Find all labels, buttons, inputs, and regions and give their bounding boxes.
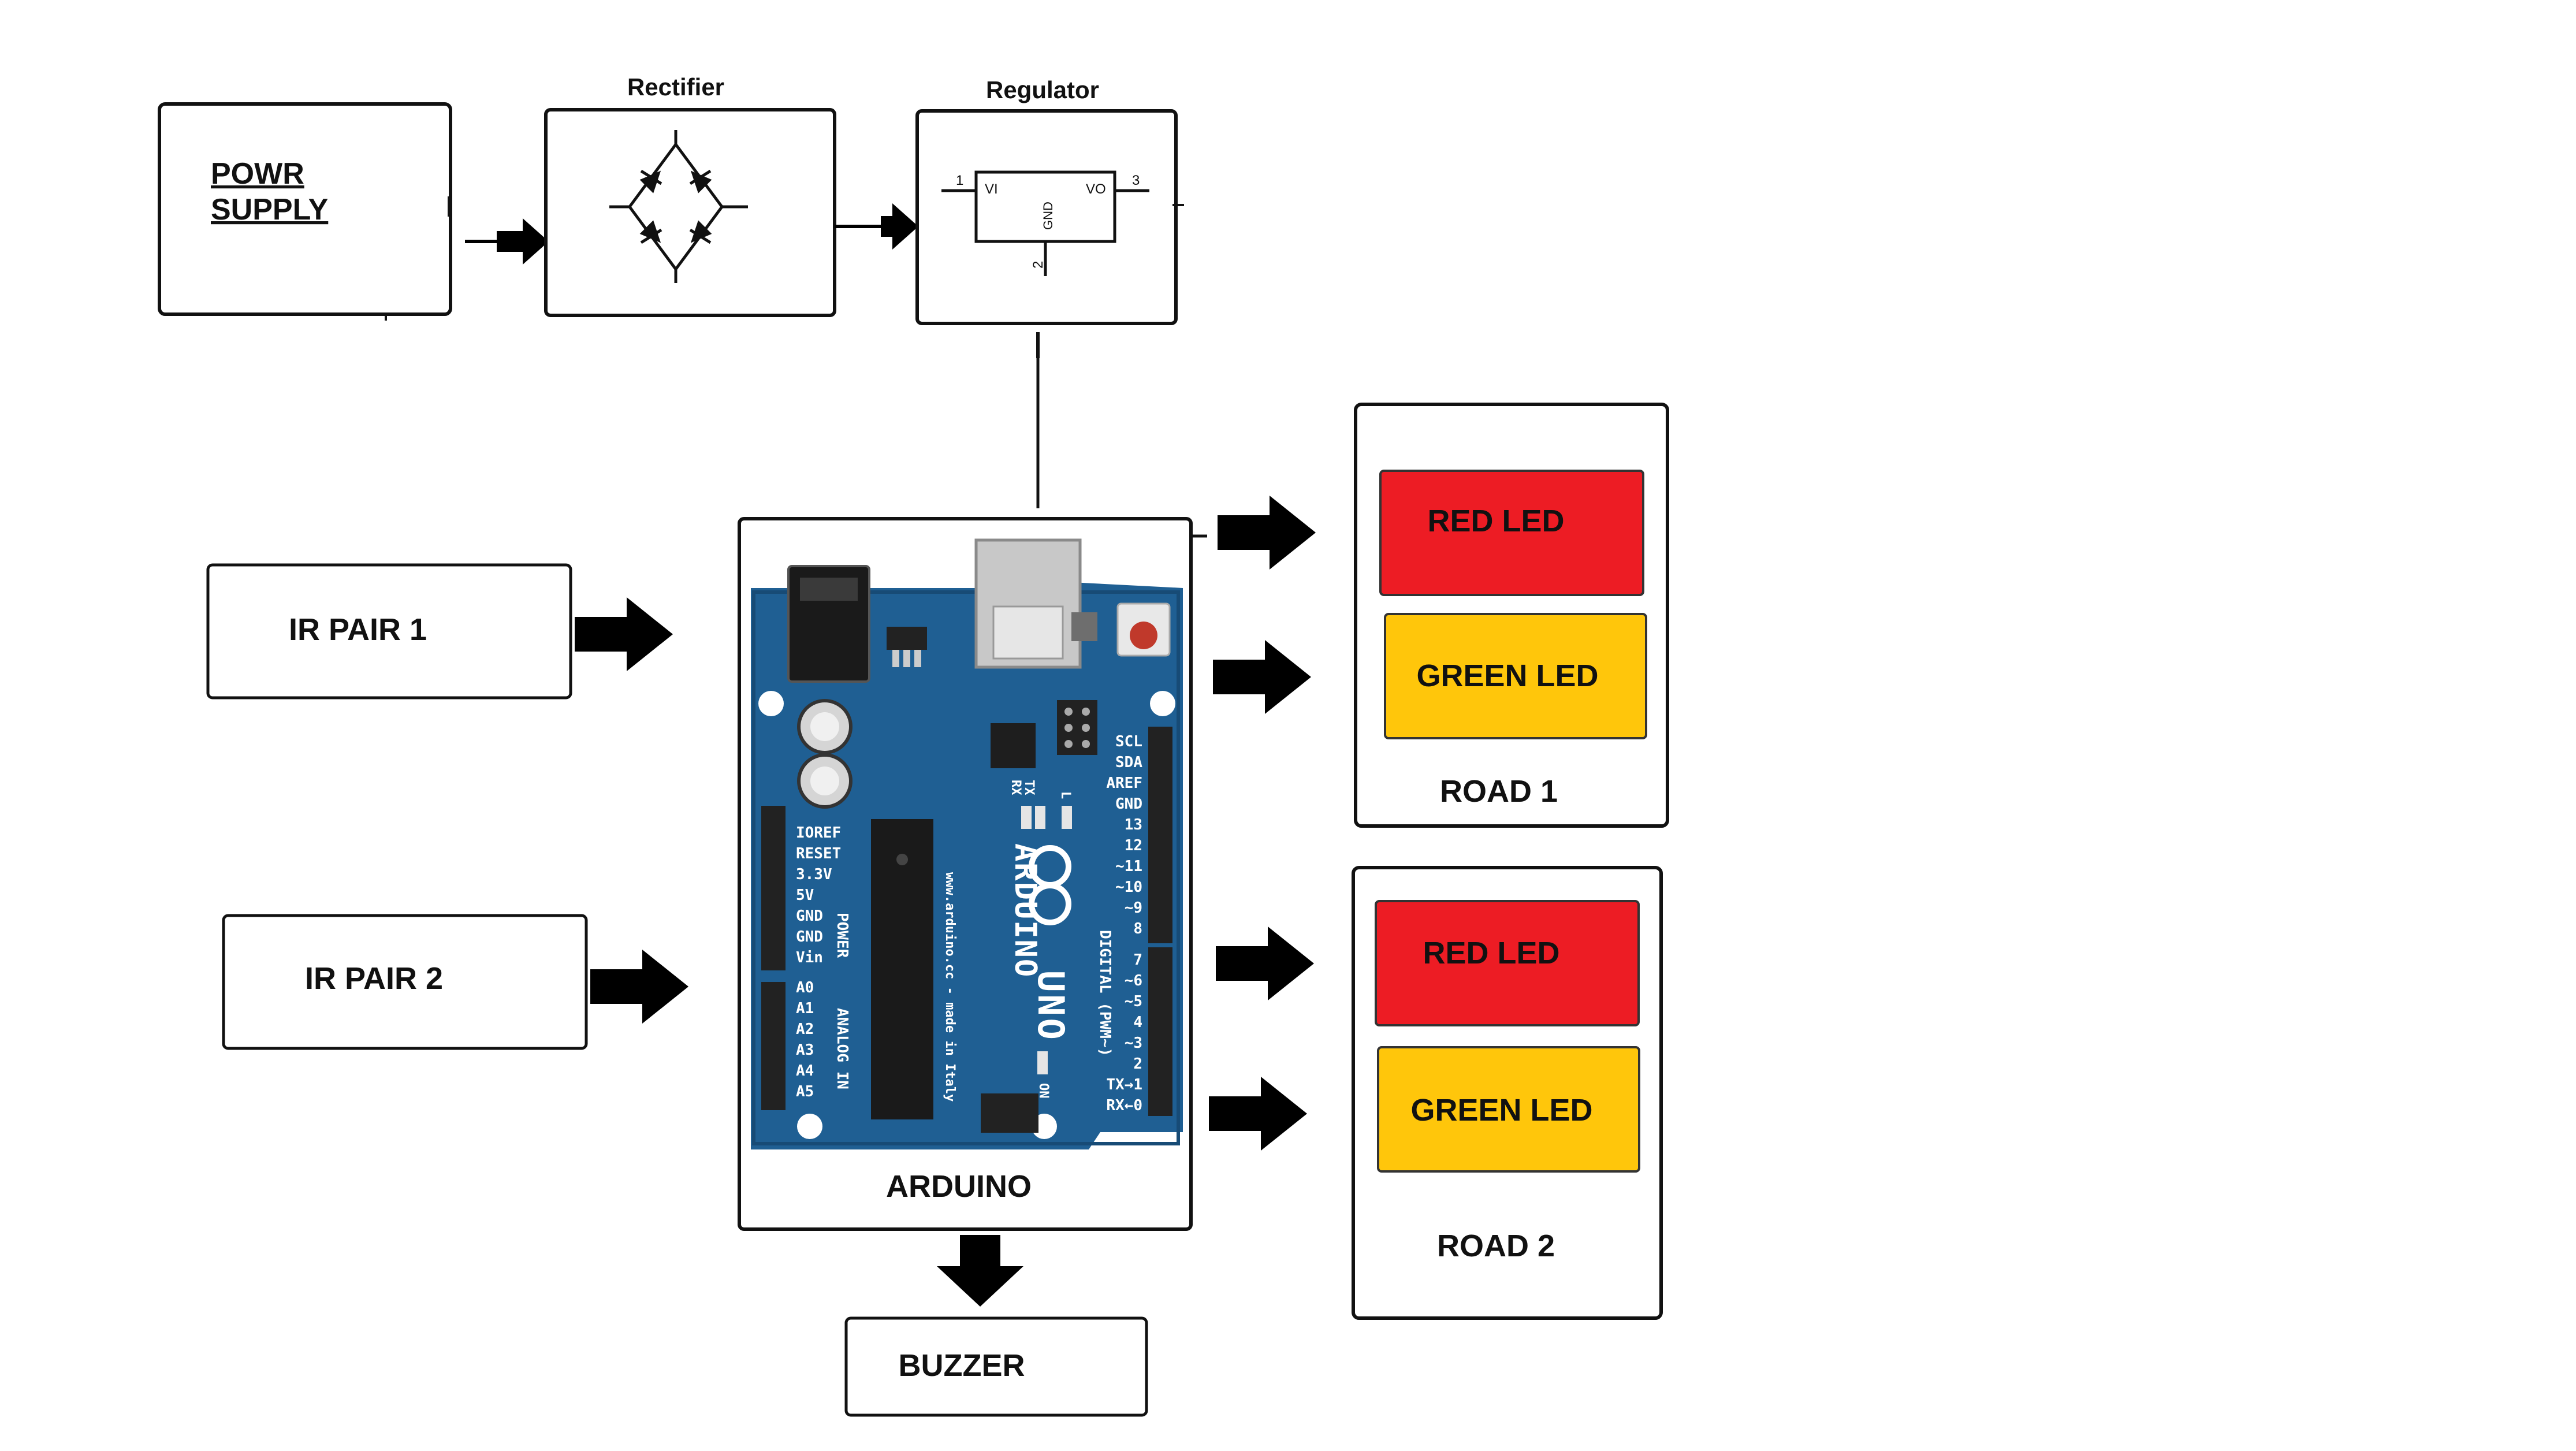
digital-pin-label: TX→1 xyxy=(1106,1076,1142,1093)
ir-pair-1-label: IR PAIR 1 xyxy=(289,612,427,647)
digital-pin-label: 13 xyxy=(1125,816,1142,834)
arrow-arduino-to-road1-red xyxy=(1218,496,1316,570)
analog-header-title: ANALOG IN xyxy=(833,1008,851,1089)
bridge-rectifier-icon xyxy=(609,130,748,283)
regulator-title: Regulator xyxy=(986,76,1099,103)
analog-pin-label: A2 xyxy=(796,1021,814,1038)
atmega-chip-icon xyxy=(871,819,933,1119)
arduino-logo-icon xyxy=(1029,845,1071,925)
board-website: www.arduino.cc - made in Italy xyxy=(943,872,957,1102)
arrow-ir2-to-arduino xyxy=(590,950,688,1024)
board-model: UNO xyxy=(1030,970,1072,1042)
digital-header-title: DIGITAL (PWM~) xyxy=(1096,930,1114,1056)
digital-pin-label: ~11 xyxy=(1115,858,1142,875)
digital-pin-label: 4 xyxy=(1133,1014,1142,1031)
arrow-arduino-to-road2-green xyxy=(1209,1077,1307,1151)
digital-pin-label: 2 xyxy=(1133,1055,1142,1073)
digital-pin-label: ~3 xyxy=(1125,1035,1142,1052)
digital-pin-label: GND xyxy=(1115,795,1142,813)
l-label: L xyxy=(1058,791,1073,799)
power-pin-label: Vin xyxy=(796,949,823,966)
power-supply-label-line2: SUPPLY xyxy=(211,193,328,226)
arrow-arduino-to-road1-green xyxy=(1213,640,1311,714)
rectifier-title: Rectifier xyxy=(627,73,724,101)
road-1-green-led xyxy=(1384,613,1647,739)
ir-pair-2-label: IR PAIR 2 xyxy=(305,961,443,996)
power-supply-block: POWR SUPPLY xyxy=(158,102,452,321)
power-pin-label: 5V xyxy=(796,887,814,904)
ir-pair-1-block: IR PAIR 1 xyxy=(206,563,572,700)
regulator-vo: VO xyxy=(1086,181,1106,197)
tx-label: TX xyxy=(1022,780,1036,795)
digital-pin-labels: SCL SDA AREF GND 13 12 ~11 ~10 ~9 8 7 ~6… xyxy=(1106,733,1142,1114)
road-2-block: RED LED GREEN LED ROAD 2 xyxy=(1352,866,1663,1320)
analog-pin-label: A4 xyxy=(796,1062,814,1080)
arrow-ir1-to-arduino xyxy=(575,597,673,671)
power-pin-label: 3.3V xyxy=(796,866,832,883)
digital-pin-label: 12 xyxy=(1125,837,1142,854)
power-pin-label: RESET xyxy=(796,845,841,862)
digital-pin-label: ~5 xyxy=(1125,993,1142,1010)
digital-pin-label: SDA xyxy=(1115,754,1142,771)
analog-pin-label: A0 xyxy=(796,979,814,996)
road-1-block: RED LED GREEN LED ROAD 1 xyxy=(1354,403,1669,828)
digital-pin-label: AREF xyxy=(1106,775,1142,792)
arduino-block: ARDUINO UNO www.arduino.cc - made in Ita… xyxy=(738,517,1193,1231)
power-header-title: POWER xyxy=(833,913,851,958)
digital-pin-label: 8 xyxy=(1133,920,1142,937)
regulator-gnd: GND xyxy=(1041,202,1055,230)
power-pin-labels: IOREF RESET 3.3V 5V GND GND Vin xyxy=(796,824,841,966)
power-pin-label: GND xyxy=(796,907,823,925)
arduino-uno-board: ARDUINO UNO www.arduino.cc - made in Ita… xyxy=(751,538,1183,1149)
digital-pin-label: ~6 xyxy=(1125,972,1142,989)
ir-pair-2-block: IR PAIR 2 xyxy=(222,914,588,1050)
digital-pin-label: ~10 xyxy=(1115,879,1142,896)
regulator-pin3: 3 xyxy=(1132,173,1140,188)
regulator-pin1: 1 xyxy=(956,173,963,188)
digital-pin-label: RX←0 xyxy=(1106,1097,1142,1114)
road-2-label: ROAD 2 xyxy=(1437,1229,1555,1263)
rectifier-block xyxy=(544,108,836,317)
regulator-vi: VI xyxy=(985,181,998,197)
arrow-supply-to-rectifier xyxy=(465,218,549,265)
road-2-green-led-label: GREEN LED xyxy=(1410,1093,1592,1128)
road-1-red-led-label: RED LED xyxy=(1427,504,1564,538)
board-name: ARDUINO xyxy=(1008,843,1043,978)
on-label: ON xyxy=(1036,1083,1051,1099)
voltage-regulator-icon: 1 3 VI VO GND 2 xyxy=(941,170,1149,276)
road-1-red-led xyxy=(1379,470,1644,596)
arrow-arduino-to-road2-red xyxy=(1216,927,1314,1000)
road-1-label: ROAD 1 xyxy=(1440,774,1558,809)
power-supply-label-line1: POWR xyxy=(211,157,304,191)
power-pin-label: GND xyxy=(796,928,823,946)
digital-pin-label: 7 xyxy=(1133,951,1142,969)
buzzer-block: BUZZER xyxy=(844,1316,1148,1417)
analog-pin-label: A3 xyxy=(796,1041,814,1059)
road-2-red-led xyxy=(1375,900,1640,1026)
rx-label: RX xyxy=(1008,780,1023,795)
road-2-green-led xyxy=(1377,1046,1640,1173)
analog-pin-label: A5 xyxy=(796,1083,814,1100)
road-1-green-led-label: GREEN LED xyxy=(1416,658,1598,693)
regulator-block: 1 3 VI VO GND 2 xyxy=(915,109,1184,325)
digital-pin-label: ~9 xyxy=(1125,899,1142,917)
analog-pin-label: A1 xyxy=(796,1000,814,1017)
power-pin-label: IOREF xyxy=(796,824,841,842)
regulator-pin2: 2 xyxy=(1030,261,1046,269)
digital-pin-label: SCL xyxy=(1115,733,1142,750)
arrow-arduino-to-buzzer xyxy=(937,1235,1023,1307)
arrow-rectifier-to-regulator xyxy=(835,203,918,250)
buzzer-label: BUZZER xyxy=(899,1348,1025,1383)
road-2-red-led-label: RED LED xyxy=(1423,936,1559,970)
arduino-label: ARDUINO xyxy=(886,1169,1032,1204)
analog-pin-labels: A0 A1 A2 A3 A4 A5 xyxy=(796,979,814,1100)
